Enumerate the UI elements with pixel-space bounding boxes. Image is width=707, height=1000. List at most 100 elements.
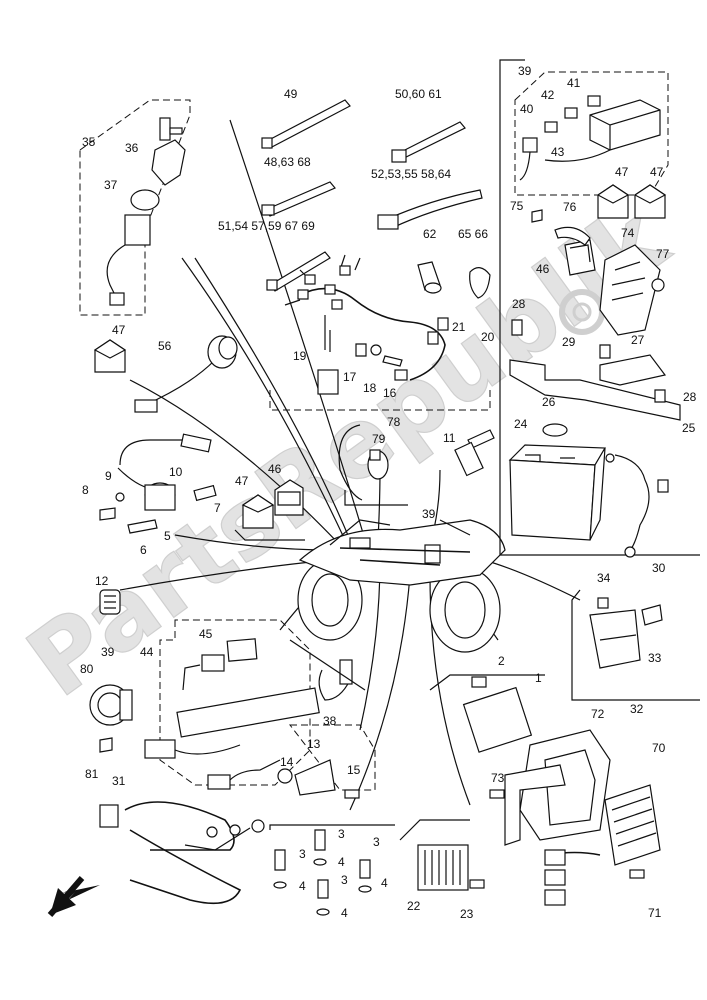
label-79: 79 xyxy=(372,432,386,446)
label-9: 9 xyxy=(105,469,112,483)
label-39c: 39 xyxy=(101,645,115,659)
label-65: 65 66 xyxy=(458,227,488,241)
label-19: 19 xyxy=(293,349,307,363)
label-4a: 4 xyxy=(299,879,306,893)
bracket-27 xyxy=(511,319,667,386)
label-80: 80 xyxy=(80,662,94,676)
label-45: 45 xyxy=(199,627,213,641)
label-4b: 4 xyxy=(338,855,345,869)
label-3d: 3 xyxy=(341,873,348,887)
small-fasteners xyxy=(355,343,403,367)
label-24: 24 xyxy=(514,417,528,431)
label-41: 41 xyxy=(567,76,581,90)
label-39b: 39 xyxy=(422,507,436,521)
label-32: 32 xyxy=(630,702,644,716)
starter-relay-bracket xyxy=(571,589,700,701)
bolt-group xyxy=(273,829,372,916)
label-10: 10 xyxy=(169,465,183,479)
right-group-bracket xyxy=(499,59,700,556)
relay-bracket xyxy=(234,529,305,541)
label-52: 52,53,55 58,64 xyxy=(371,167,451,181)
label-56: 56 xyxy=(158,339,172,353)
label-15: 15 xyxy=(347,763,361,777)
part-38-bracket xyxy=(289,639,366,691)
sensor-12 xyxy=(99,589,121,615)
label-76: 76 xyxy=(563,200,577,214)
cable-78 xyxy=(338,424,389,501)
battery xyxy=(508,444,615,541)
label-43: 43 xyxy=(551,145,565,159)
horn xyxy=(89,684,133,753)
part-38 xyxy=(318,659,353,701)
label-29: 29 xyxy=(562,335,576,349)
label-74: 74 xyxy=(621,226,635,240)
bolt-73 xyxy=(489,789,505,799)
relays-right xyxy=(596,184,667,219)
label-14: 14 xyxy=(280,755,294,769)
label-3b: 3 xyxy=(338,827,345,841)
rectifier xyxy=(544,784,661,906)
label-31: 31 xyxy=(112,774,126,788)
label-36: 36 xyxy=(125,141,139,155)
label-8: 8 xyxy=(82,483,89,497)
label-47a: 47 xyxy=(112,323,126,337)
label-70: 70 xyxy=(652,741,666,755)
label-4c: 4 xyxy=(381,876,388,890)
label-46a: 46 xyxy=(268,462,282,476)
label-17: 17 xyxy=(343,370,357,384)
battery-bracket xyxy=(509,359,681,421)
label-26: 26 xyxy=(542,395,556,409)
label-62: 62 xyxy=(423,227,437,241)
label-34: 34 xyxy=(597,571,611,585)
label-4d: 4 xyxy=(341,906,348,920)
label-42: 42 xyxy=(541,88,555,102)
battery-cables xyxy=(99,801,265,905)
spark-plug xyxy=(454,429,495,477)
label-37: 37 xyxy=(104,178,118,192)
ignition-switch xyxy=(106,117,186,306)
cdi-unit xyxy=(462,676,533,753)
label-39a: 39 xyxy=(518,64,532,78)
label-44: 44 xyxy=(140,645,154,659)
label-2: 2 xyxy=(498,654,505,668)
label-72: 72 xyxy=(591,707,605,721)
label-71: 71 xyxy=(648,906,662,920)
regulator-bracket xyxy=(399,819,470,841)
label-47d: 47 xyxy=(650,165,664,179)
cable-ties xyxy=(261,99,483,292)
label-11: 11 xyxy=(443,431,456,445)
label-21: 21 xyxy=(452,320,466,334)
battery-cap xyxy=(542,423,568,437)
label-23: 23 xyxy=(460,907,474,921)
label-78: 78 xyxy=(387,415,401,429)
label-20: 20 xyxy=(481,330,495,344)
bolt-group-bracket xyxy=(269,824,395,830)
subharness xyxy=(144,638,320,759)
wire-harness xyxy=(284,254,449,395)
label-16: 16 xyxy=(383,386,397,400)
label-25: 25 xyxy=(682,421,696,435)
relay-bracket-74 xyxy=(531,209,665,336)
label-35: 35 xyxy=(82,135,96,149)
label-33: 33 xyxy=(648,651,662,665)
label-1: 1 xyxy=(535,671,542,685)
front-arrow-icon xyxy=(47,876,100,917)
fuse-box xyxy=(519,95,661,181)
label-27: 27 xyxy=(631,333,645,347)
label-3a: 3 xyxy=(299,847,306,861)
label-5: 5 xyxy=(164,529,171,543)
regulator xyxy=(417,844,485,891)
part-labels: 1 2 3 3 3 3 4 4 4 4 5 6 7 8 9 10 11 12 1… xyxy=(80,64,697,921)
label-47c: 47 xyxy=(615,165,629,179)
label-13: 13 xyxy=(307,737,321,751)
label-12: 12 xyxy=(95,574,109,588)
label-22: 22 xyxy=(407,899,421,913)
label-75: 75 xyxy=(510,199,524,213)
clamps xyxy=(417,261,491,299)
label-40: 40 xyxy=(520,102,534,116)
sensor-group xyxy=(99,433,217,534)
label-81: 81 xyxy=(85,767,99,781)
subharness-box xyxy=(159,619,311,786)
